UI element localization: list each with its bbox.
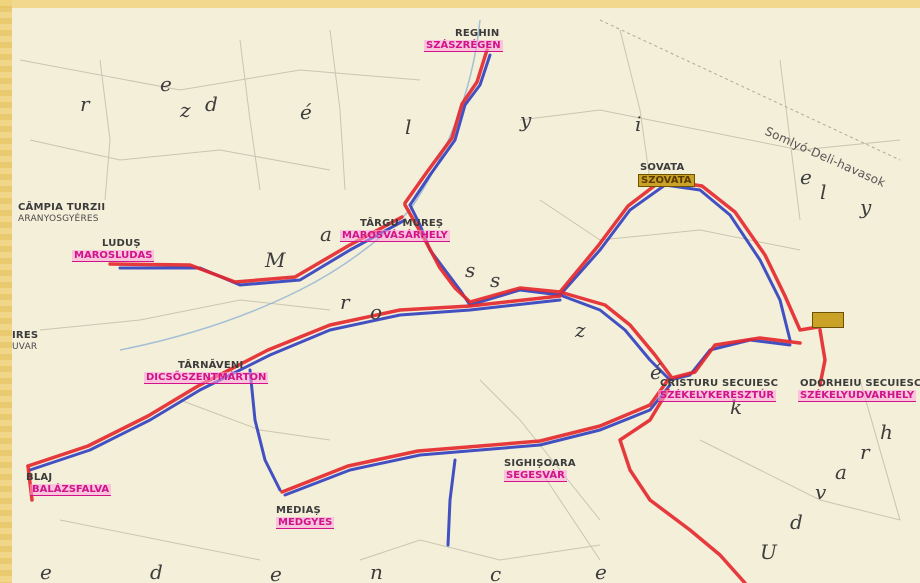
region-letter: é bbox=[650, 360, 662, 384]
city-hu-label-odorheiu[interactable]: SZÉKELYUDVARHELY bbox=[798, 390, 917, 402]
region-letter: z bbox=[575, 318, 586, 342]
region-letter: a bbox=[835, 460, 847, 484]
city-label-medias[interactable]: MEDIAȘ bbox=[276, 505, 321, 516]
region-letter: e bbox=[270, 562, 282, 583]
region-letter: e bbox=[595, 560, 607, 583]
region-letter: l bbox=[820, 180, 827, 204]
region-letter: h bbox=[880, 420, 893, 444]
region-letter: s bbox=[465, 258, 476, 282]
city-label-targu-mures[interactable]: TÂRGU MUREȘ bbox=[360, 218, 444, 229]
city-hu-label-tarnaveni[interactable]: DICSŐSZENTMÁRTON bbox=[144, 372, 269, 384]
region-letter: r bbox=[340, 290, 350, 314]
region-letter: o bbox=[370, 300, 383, 324]
city-hu-label-ludus[interactable]: MAROSLUDAS bbox=[72, 250, 155, 262]
region-letter: a bbox=[320, 222, 332, 246]
city-hu-label-medias[interactable]: MEDGYES bbox=[276, 517, 335, 529]
map-left-edge bbox=[0, 0, 12, 583]
region-letter: e bbox=[40, 560, 52, 583]
region-letter: r bbox=[80, 92, 90, 116]
city-label-sighisoara[interactable]: SIGHIȘOARA bbox=[504, 458, 576, 469]
city-hu-label-blaj[interactable]: BALÁZSFALVA bbox=[30, 484, 112, 496]
city-hu-label-sighisoara[interactable]: SEGESVÁR bbox=[504, 470, 567, 482]
city-label-blaj[interactable]: BLAJ bbox=[26, 472, 53, 483]
region-letter: e bbox=[800, 165, 812, 189]
region-letter: U bbox=[760, 540, 777, 564]
region-letter: l bbox=[405, 115, 412, 139]
city-label-ludus[interactable]: LUDUȘ bbox=[102, 238, 141, 249]
city-label-odorheiu[interactable]: ODORHEIU SECUIESC bbox=[800, 378, 920, 389]
map-top-edge bbox=[0, 0, 920, 8]
region-letter: d bbox=[205, 92, 218, 116]
region-letter: e bbox=[160, 72, 172, 96]
region-letter: z bbox=[180, 98, 191, 122]
city-hu-label-ires[interactable]: UVAR bbox=[12, 342, 38, 352]
city-label-tarnaveni[interactable]: TÂRNĂVENI bbox=[178, 360, 244, 371]
region-letter: i bbox=[635, 112, 642, 136]
region-letter: M bbox=[265, 248, 286, 272]
region-letter: r bbox=[860, 440, 870, 464]
region-letter: y bbox=[520, 108, 532, 132]
city-hu-label-reghin[interactable]: SZÁSZRÉGEN bbox=[424, 40, 503, 52]
city-label-sovata[interactable]: SOVATA bbox=[640, 162, 685, 173]
region-letter: n bbox=[370, 560, 383, 583]
city-hu-label-targu-mures[interactable]: MAROSVÁSÁRHELY bbox=[340, 230, 450, 242]
city-hu-label-cristuru[interactable]: SZÉKELYKERESZTÚR bbox=[658, 390, 777, 402]
region-letter: y bbox=[860, 195, 872, 219]
region-letter: c bbox=[490, 562, 502, 583]
city-label-campia-turzii[interactable]: CÂMPIA TURZII bbox=[18, 202, 106, 213]
region-letter: s bbox=[490, 268, 501, 292]
region-letter: d bbox=[790, 510, 803, 534]
city-label-ires[interactable]: IRES bbox=[12, 330, 39, 341]
region-letter: d bbox=[150, 560, 163, 583]
city-label-reghin[interactable]: REGHIN bbox=[455, 28, 500, 39]
city-hu-label-campia-turzii[interactable]: ARANYOSGYÉRES bbox=[18, 214, 99, 224]
region-letter: v bbox=[815, 480, 827, 504]
city-hu-label-sovata[interactable]: SZOVÁTA bbox=[638, 174, 695, 187]
region-letter: é bbox=[300, 100, 312, 124]
city-label-cristuru[interactable]: CRISTURU SECUIESC bbox=[660, 378, 779, 389]
waypoint-marker bbox=[812, 312, 844, 328]
